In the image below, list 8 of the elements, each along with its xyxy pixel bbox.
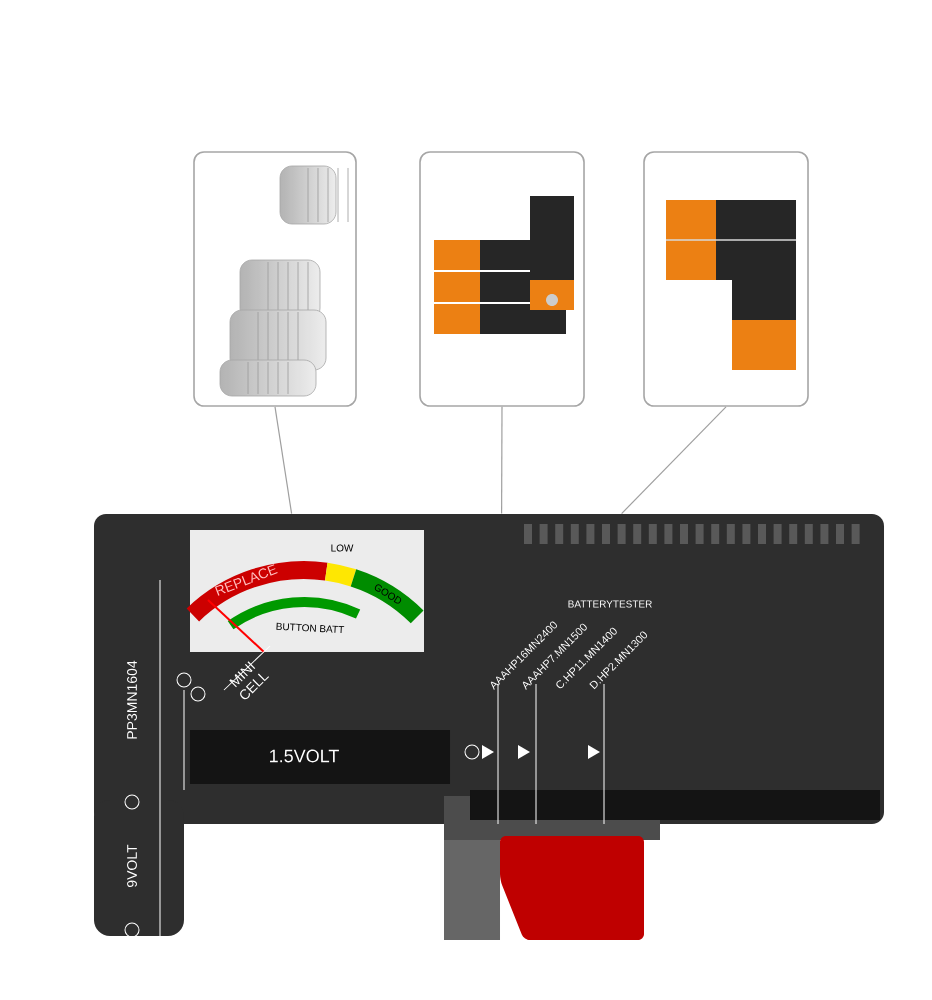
picture-box bbox=[643, 151, 809, 407]
battery-tester-drawing bbox=[94, 514, 884, 941]
leader-line bbox=[501, 406, 503, 515]
leader-line bbox=[621, 406, 727, 515]
slot-label: 1.5VOLT bbox=[270, 749, 339, 763]
picture-box bbox=[419, 151, 585, 407]
leader-line bbox=[274, 406, 293, 515]
picture-box bbox=[193, 151, 357, 407]
